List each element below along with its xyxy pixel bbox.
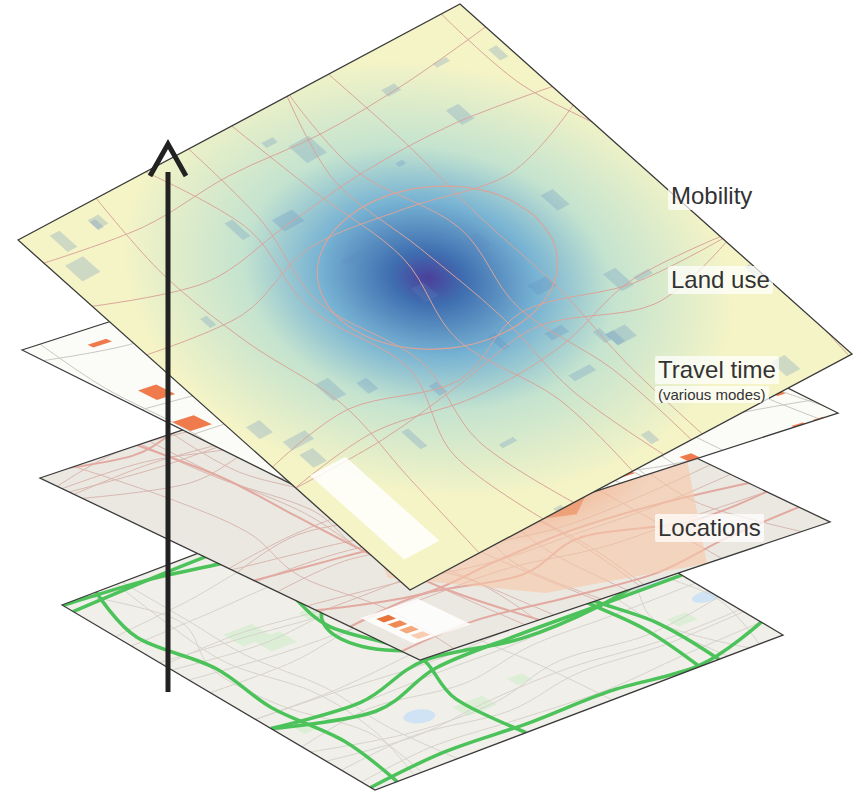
map-layer bbox=[18, 0, 858, 600]
layer-label: Mobility bbox=[668, 182, 755, 210]
upward-arrow bbox=[150, 144, 186, 692]
layer-label: (various modes) bbox=[655, 386, 769, 403]
layer-label: Land use bbox=[668, 266, 773, 294]
layer-label: Travel time bbox=[655, 356, 779, 384]
layer-label: Locations bbox=[655, 514, 764, 542]
